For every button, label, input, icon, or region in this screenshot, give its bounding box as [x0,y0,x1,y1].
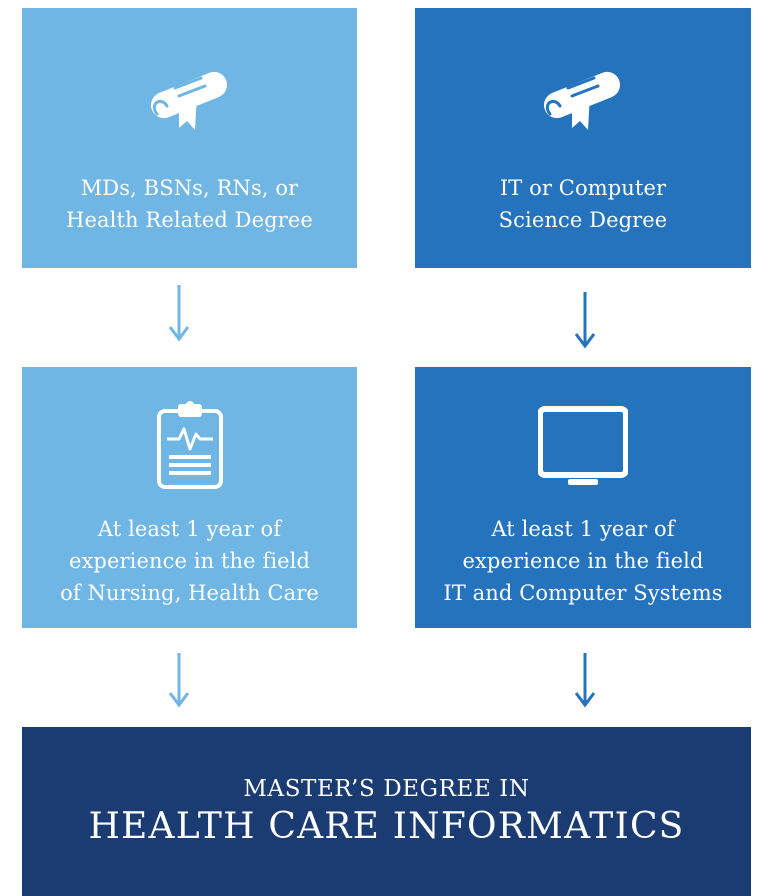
down-arrow-icon [575,292,595,349]
down-arrow-icon [169,653,189,708]
monitor-icon [538,406,628,485]
caption-line: IT and Computer Systems [443,581,723,605]
caption-line: At least 1 year of [491,517,675,541]
caption-line: At least 1 year of [97,517,282,541]
masters-degree-subtitle: MASTER’S DEGREE IN [243,776,530,802]
down-arrow-icon [169,285,189,342]
caption-line: IT or Computer [499,176,667,200]
caption-line: MDs, BSNs, RNs, or [80,176,299,200]
diploma-icon [150,71,227,130]
caption-line: experience in the field [68,549,311,573]
health-experience-caption: At least 1 year of experience in the fie… [60,513,319,609]
diploma-icon [543,71,621,130]
caption-line: Science Degree [498,208,668,232]
caption-line: of Nursing, Health Care [60,581,319,605]
health-degree-box: MDs, BSNs, RNs, or Health Related Degree [22,8,357,268]
masters-degree-title: HEALTH CARE INFORMATICS [88,806,685,847]
clipboard-heartbeat-icon [156,401,223,489]
masters-degree-box: MASTER’S DEGREE IN HEALTH CARE INFORMATI… [22,727,751,896]
health-degree-caption: MDs, BSNs, RNs, or Health Related Degree [66,172,313,236]
health-experience-box: At least 1 year of experience in the fie… [22,367,357,628]
it-degree-caption: IT or Computer Science Degree [499,172,668,236]
caption-line: Health Related Degree [66,208,313,232]
it-experience-box: At least 1 year of experience in the fie… [415,367,751,628]
it-degree-box: IT or Computer Science Degree [415,8,751,268]
down-arrow-icon [575,653,595,708]
it-experience-caption: At least 1 year of experience in the fie… [443,513,722,609]
caption-line: experience in the field [462,549,704,573]
